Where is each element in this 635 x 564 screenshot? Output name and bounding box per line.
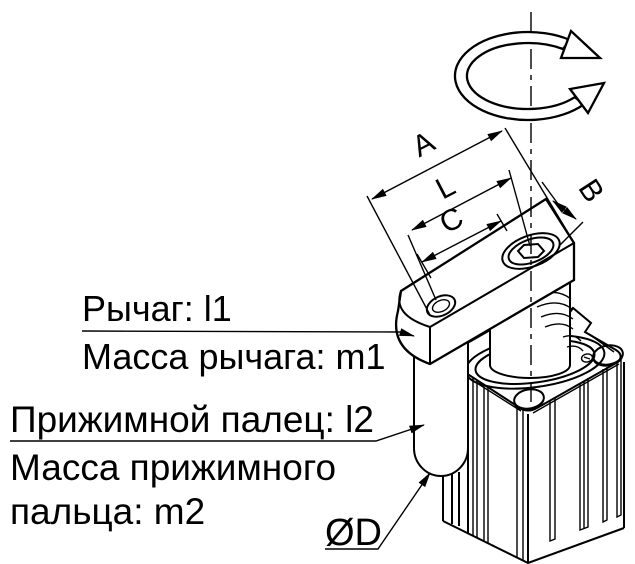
label-lever-mass: Масса рычага: m1 — [82, 336, 386, 377]
leader-diameter — [325, 472, 431, 550]
dim-a-label: A — [407, 125, 440, 164]
label-finger-mass-line1: Масса прижимного — [10, 447, 336, 488]
swing-lever — [394, 197, 576, 366]
dim-c-label: C — [434, 201, 468, 240]
label-finger: Прижимной палец: l2 — [10, 399, 374, 440]
rotation-arrow-icon — [453, 28, 607, 122]
label-lever: Рычаг: l1 — [82, 288, 232, 329]
leader-finger — [10, 424, 425, 442]
clamp-finger — [413, 334, 469, 477]
rotation-arrowhead-top — [559, 28, 603, 60]
leader-lever — [81, 328, 415, 337]
rotation-arrowhead-bottom — [567, 81, 607, 116]
pivot-screw — [501, 232, 561, 270]
lever-hole — [425, 294, 457, 318]
dim-b-label: B — [572, 173, 611, 208]
label-finger-mass-line2: пальца: m2 — [10, 491, 205, 532]
dim-l-label: L — [431, 169, 461, 206]
hex-socket-icon — [516, 242, 546, 260]
label-diameter: ØD — [325, 512, 382, 554]
